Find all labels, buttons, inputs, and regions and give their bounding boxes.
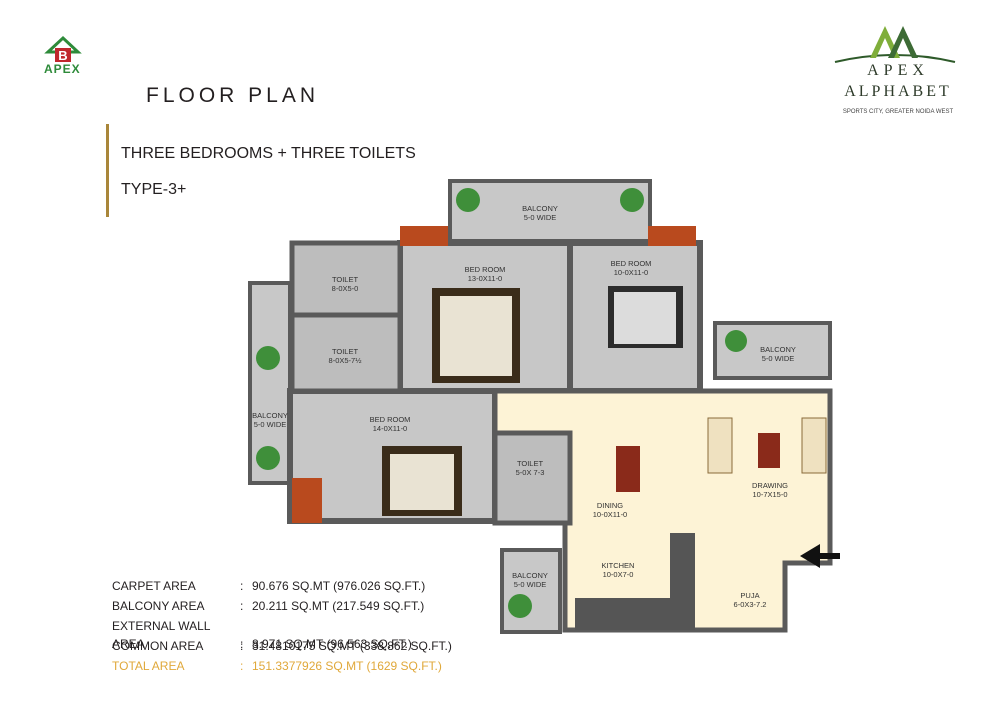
room-size-label: 13-0X11-0	[468, 274, 502, 283]
area-value: 20.211 SQ.MT (217.549 SQ.FT.)	[252, 599, 425, 613]
room-name-label: TOILET	[332, 347, 359, 356]
room-name-label: BED ROOM	[465, 265, 506, 274]
apex-logo: B	[44, 35, 82, 63]
area-value: 8.971 SQ.MT (96.563 SQ.FT.)	[252, 637, 412, 651]
accent-bar	[106, 124, 109, 217]
area-separator: :	[240, 637, 244, 651]
room-size-label: 14-0X11-0	[373, 424, 407, 433]
svg-text:B: B	[58, 48, 67, 63]
area-label: CARPET AREA	[112, 579, 196, 593]
room-size-label: 5-0 WIDE	[524, 213, 557, 222]
area-value: 90.676 SQ.MT (976.026 SQ.FT.)	[252, 579, 426, 593]
room-name-label: TOILET	[332, 275, 359, 284]
area-label: EXTERNAL WALL AREA	[112, 619, 211, 651]
room-name-label: KITCHEN	[602, 561, 635, 570]
room-size-label: 10-7X15-0	[752, 490, 787, 499]
plan-subtitle: THREE BEDROOMS + THREE TOILETS	[121, 145, 416, 162]
room-name-label: BALCONY	[522, 204, 558, 213]
area-label: COMMON AREA	[112, 639, 204, 653]
area-label: TOTAL AREA	[112, 659, 185, 673]
room-size-label: 10-0X11-0	[614, 268, 648, 277]
room-size-label: 5-0 WIDE	[254, 420, 287, 429]
room-name-label: PUJA	[740, 591, 759, 600]
room-size-label: 10-0X11-0	[593, 510, 627, 519]
room-size-label: 8-0X5-0	[332, 284, 359, 293]
room-name-label: TOILET	[517, 459, 544, 468]
room-name-label: DRAWING	[752, 481, 788, 490]
area-value: 31.4810175 SQ.MT (338.862 SQ.FT.)	[252, 639, 452, 653]
area-separator: :	[240, 639, 244, 653]
area-separator: :	[240, 599, 244, 613]
area-label: BALCONY AREA	[112, 599, 205, 613]
area-separator: :	[240, 659, 244, 673]
area-row-external-wall: EXTERNAL WALL AREA:8.971 SQ.MT (96.563 S…	[112, 617, 412, 651]
entry-arrow-icon	[800, 544, 840, 568]
plan-type: TYPE-3+	[121, 181, 187, 198]
area-separator: :	[240, 579, 244, 593]
room-name-label: BALCONY	[512, 571, 548, 580]
apex-alphabet-logo-mark	[834, 26, 956, 63]
room-size-label: 8-0X5-7½	[329, 356, 363, 365]
area-row-common: COMMON AREA:31.4810175 SQ.MT (338.862 SQ…	[112, 637, 452, 655]
room-size-label: 5-0 WIDE	[762, 354, 795, 363]
brand-name-line1: APEX	[867, 62, 929, 79]
room-name-label: BED ROOM	[370, 415, 411, 424]
brand-tagline: SPORTS CITY, GREATER NOIDA WEST	[842, 109, 954, 115]
room-size-label: 6-0X3-7.2	[734, 600, 767, 609]
area-row-carpet: CARPET AREA:90.676 SQ.MT (976.026 SQ.FT.…	[112, 577, 425, 595]
area-row-balcony: BALCONY AREA:20.211 SQ.MT (217.549 SQ.FT…	[112, 597, 424, 615]
area-row-total: TOTAL AREA:151.3377926 SQ.MT (1629 SQ.FT…	[112, 657, 442, 675]
room-name-label: DINING	[597, 501, 623, 510]
room-name-label: BALCONY	[252, 411, 288, 420]
plan-rooms	[248, 179, 833, 634]
area-value: 151.3377926 SQ.MT (1629 SQ.FT.)	[252, 659, 442, 673]
room-size-label: 5-0 WIDE	[514, 580, 547, 589]
apex-logo-text: APEX	[44, 62, 81, 76]
brand-name-line2: ALPHABET	[844, 83, 952, 100]
room-name-label: BED ROOM	[611, 259, 652, 268]
page-title: FLOOR PLAN	[146, 84, 320, 107]
room-name-label: BALCONY	[760, 345, 796, 354]
room-size-label: 5-0X 7-3	[516, 468, 545, 477]
room-size-label: 10-0X7-0	[603, 570, 634, 579]
